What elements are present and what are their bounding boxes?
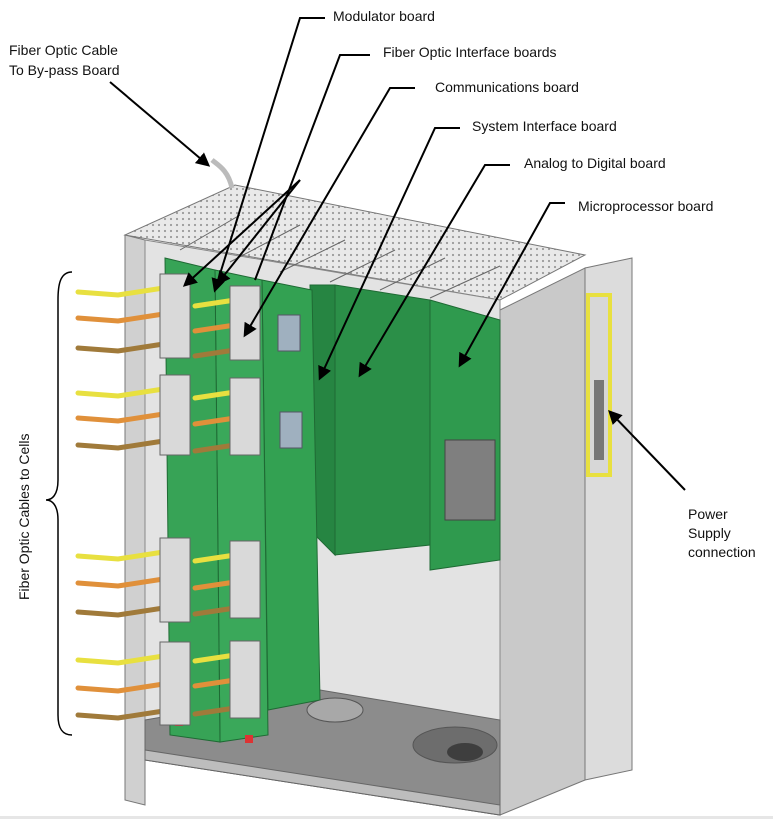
fiber-cable	[75, 340, 173, 354]
fiber-cable	[192, 297, 238, 309]
fiber-connector-block	[229, 540, 261, 619]
arrow-fiber-interface-b	[216, 179, 301, 286]
bottom-rule	[0, 816, 773, 819]
fiber-connector-block	[159, 273, 191, 359]
arrow-microprocessor	[458, 202, 565, 368]
fiber-cable	[75, 680, 173, 694]
label-system-interface-board: System Interface board	[472, 118, 617, 134]
fiber-connector-block	[229, 377, 261, 456]
label-power-line2: Supply	[688, 525, 731, 541]
fiber-cable	[75, 410, 173, 424]
fiber-cable	[192, 652, 238, 664]
fan-hub-icon	[447, 743, 483, 761]
microprocessor-board	[429, 299, 501, 571]
cells-brace	[45, 271, 73, 736]
fiber-cable	[192, 677, 238, 689]
analog-to-digital-board	[334, 284, 431, 556]
slot-rails	[179, 214, 501, 299]
chassis-bottom-rail	[144, 749, 501, 816]
arrow-communications	[243, 87, 415, 338]
fiber-cable	[192, 552, 238, 564]
arrow-modulator	[211, 17, 325, 293]
fiber-cable	[192, 442, 238, 454]
fiber-cable	[192, 705, 238, 717]
label-microprocessor-board: Microprocessor board	[578, 198, 714, 214]
label-communications-board: Communications board	[435, 79, 579, 95]
arrow-system-interface	[318, 127, 460, 381]
bypass-cable	[210, 158, 235, 189]
arrow-analog-digital	[358, 164, 510, 378]
label-analog-to-digital-board: Analog to Digital board	[524, 155, 666, 171]
power-pins-icon	[594, 380, 604, 460]
fiber-cable	[192, 605, 238, 617]
fiber-cables-group	[75, 284, 238, 721]
fiber-cable	[75, 548, 173, 562]
arrow-fiber-interface-stem	[254, 54, 370, 281]
fiber-cable	[192, 389, 238, 401]
fiber-cable	[75, 385, 173, 399]
annotation-arrows	[109, 17, 686, 491]
fiber-connector-block	[159, 641, 191, 726]
fiber-cable	[75, 437, 173, 451]
fiber-cable	[75, 604, 173, 618]
cutout-icon	[306, 697, 364, 723]
fiber-cable	[75, 707, 173, 721]
fiber-cable	[192, 579, 238, 591]
fiber-connector-block	[159, 374, 191, 456]
label-fiber-cables-to-cells: Fiber Optic Cables to Cells	[16, 433, 32, 600]
fiber-cable	[75, 284, 173, 298]
arrow-fiber-interface-a	[182, 179, 301, 287]
fiber-cable	[192, 322, 238, 334]
fiber-connector-block	[159, 537, 191, 623]
fiber-cable	[75, 652, 173, 666]
db-connector-icon	[279, 411, 303, 449]
fiber-connector-block	[229, 285, 261, 361]
label-fiber-bypass-line2: To By-pass Board	[9, 62, 120, 78]
transformer-component	[444, 439, 496, 521]
arrow-bypass	[109, 81, 211, 167]
led-icon	[245, 735, 253, 743]
label-power-line1: Power	[688, 506, 728, 522]
fiber-cable	[75, 575, 173, 589]
fiber-connector-block	[229, 640, 261, 719]
label-power-line3: connection	[688, 544, 756, 560]
fiber-cable	[75, 310, 173, 324]
fiber-cable	[192, 415, 238, 427]
label-modulator-board: Modulator board	[333, 8, 435, 24]
fiber-cable	[192, 347, 238, 359]
db-connector-icon	[277, 314, 301, 352]
arrow-power-supply	[608, 409, 686, 491]
label-fiber-bypass-line1: Fiber Optic Cable	[9, 42, 118, 58]
label-fiber-optic-interface-boards: Fiber Optic Interface boards	[383, 44, 557, 60]
chassis-top	[123, 184, 587, 301]
chassis-right-wall	[499, 267, 586, 816]
